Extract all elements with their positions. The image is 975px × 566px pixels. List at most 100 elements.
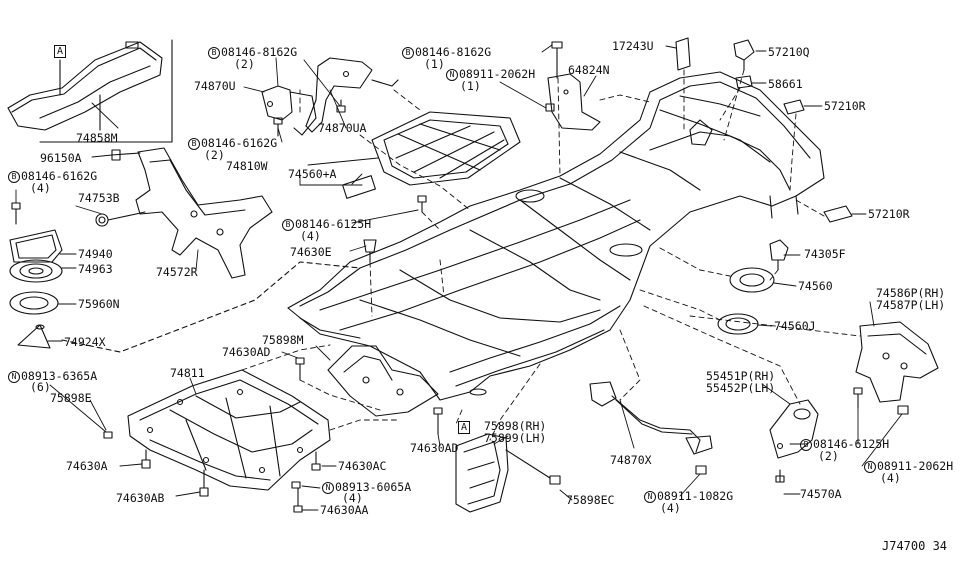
- part-74305F-plug: [769, 239, 789, 271]
- diagram-footer-code: J74700 34: [882, 539, 948, 553]
- part-74572R-crossmember: [95, 147, 273, 279]
- label-74630A: 74630A: [66, 459, 108, 473]
- label-74586P: 74586P(RH): [876, 286, 946, 300]
- label-74630E: 74630E: [290, 245, 332, 259]
- label-74858M: 74858M: [76, 131, 118, 145]
- label-75898M: 75898M: [262, 333, 304, 347]
- label-74572R: 74572R: [156, 265, 198, 279]
- bolt-b-symbol: B: [402, 46, 414, 59]
- label-75898EC: 75898EC: [566, 493, 615, 507]
- label-74630AA: 74630AA: [320, 503, 369, 517]
- dashed-assembly-lines: [241, 69, 861, 441]
- label-17243U: 17243U: [612, 39, 654, 53]
- nut-n-symbol: N: [864, 460, 876, 473]
- label-74630AB: 74630AB: [116, 491, 165, 505]
- bolt-b-symbol: B: [8, 170, 20, 183]
- label-75960N: 75960N: [78, 297, 120, 311]
- bolt-b-symbol: B: [208, 46, 220, 59]
- label-74753B: 74753B: [78, 191, 120, 205]
- bolt-b-symbol: B: [800, 438, 812, 451]
- label-qty-6: (6): [30, 380, 51, 394]
- label-74570A: 74570A: [800, 487, 842, 501]
- label-58661: 58661: [768, 77, 803, 91]
- label-qty-4-1082: (4): [660, 501, 681, 515]
- nut-n-symbol: N: [644, 490, 656, 503]
- label-75898E: 75898E: [50, 391, 92, 405]
- label-74870U: 74870U: [194, 79, 236, 93]
- label-96150A: 96150A: [40, 151, 82, 165]
- label-74305F: 74305F: [804, 247, 846, 261]
- bolt-left-stack: [11, 202, 21, 225]
- label-74870UA: 74870UA: [318, 121, 367, 135]
- label-74630AC: 74630AC: [338, 459, 387, 473]
- label-75898RH: 75898(RH): [484, 419, 547, 433]
- part-75898M-bracket: [295, 345, 443, 435]
- label-57210R-b: 57210R: [868, 207, 910, 221]
- label-74811: 74811: [170, 366, 205, 380]
- part-75960N-washer: [9, 291, 59, 315]
- label-74940: 74940: [78, 247, 113, 261]
- nut-n-symbol: N: [322, 481, 334, 494]
- label-qty-4-mid: (4): [300, 229, 321, 243]
- part-74963-disc: [9, 259, 63, 283]
- label-74630AD-b: 74630AD: [410, 441, 459, 455]
- leader-dashed-left: [61, 261, 361, 353]
- inset-frame: [39, 39, 173, 143]
- label-qty-2-a: (2): [234, 57, 255, 71]
- label-qty-1-n: (1): [460, 79, 481, 93]
- part-74924X-cone: [17, 324, 51, 349]
- part-74630E-clip: [363, 239, 377, 263]
- part-75898-panel: [455, 433, 561, 513]
- label-57210R-a: 57210R: [824, 99, 866, 113]
- part-57210Q-clip: [733, 39, 755, 71]
- bolts-upper-mid: [273, 41, 563, 137]
- part-74870X-rod: [589, 381, 713, 475]
- leader-lines: [15, 44, 903, 511]
- label-qty-2-mid: (2): [204, 148, 225, 162]
- label-57210Q: 57210Q: [768, 45, 810, 59]
- part-74560-seal: [729, 267, 775, 293]
- part-74811-undercover: [103, 369, 331, 513]
- part-74858M-cover: [7, 41, 163, 131]
- nut-n-symbol: N: [446, 68, 458, 81]
- nut-n-symbol: N: [8, 370, 20, 383]
- label-74924X: 74924X: [64, 335, 106, 349]
- label-74870X: 74870X: [610, 453, 652, 467]
- label-74560J: 74560J: [774, 319, 816, 333]
- label-qty-4-6065: (4): [342, 491, 363, 505]
- label-74560A: 74560+A: [288, 167, 337, 181]
- label-74963: 74963: [78, 262, 113, 276]
- bolt-b-symbol: B: [282, 218, 294, 231]
- part-74810W-panel: [342, 111, 521, 213]
- label-qty-1-b: (1): [424, 57, 445, 71]
- callout-box-a-top: A: [54, 44, 67, 58]
- part-57210R-pad-a: [783, 99, 805, 115]
- floor-pan: [287, 71, 825, 401]
- bolt-b-symbol: B: [188, 137, 200, 150]
- label-qty-2-right: (2): [818, 449, 839, 463]
- label-qty-4-left: (4): [30, 181, 51, 195]
- part-74560J-gasket: [717, 313, 759, 335]
- part-58661-pad: [735, 75, 753, 89]
- part-55451P-bracket: [769, 399, 819, 483]
- label-74560: 74560: [798, 279, 833, 293]
- part-57210R-pad-b: [823, 205, 853, 223]
- callout-box-a-bottom: A: [458, 420, 471, 434]
- part-17243U-tab: [675, 37, 691, 71]
- part-74586P-bracket: [853, 321, 939, 415]
- label-55452P: 55452P(LH): [706, 381, 776, 395]
- label-74630AD-a: 74630AD: [222, 345, 271, 359]
- label-75899LH: 75899(LH): [484, 431, 547, 445]
- label-qty-4-right: (4): [880, 471, 901, 485]
